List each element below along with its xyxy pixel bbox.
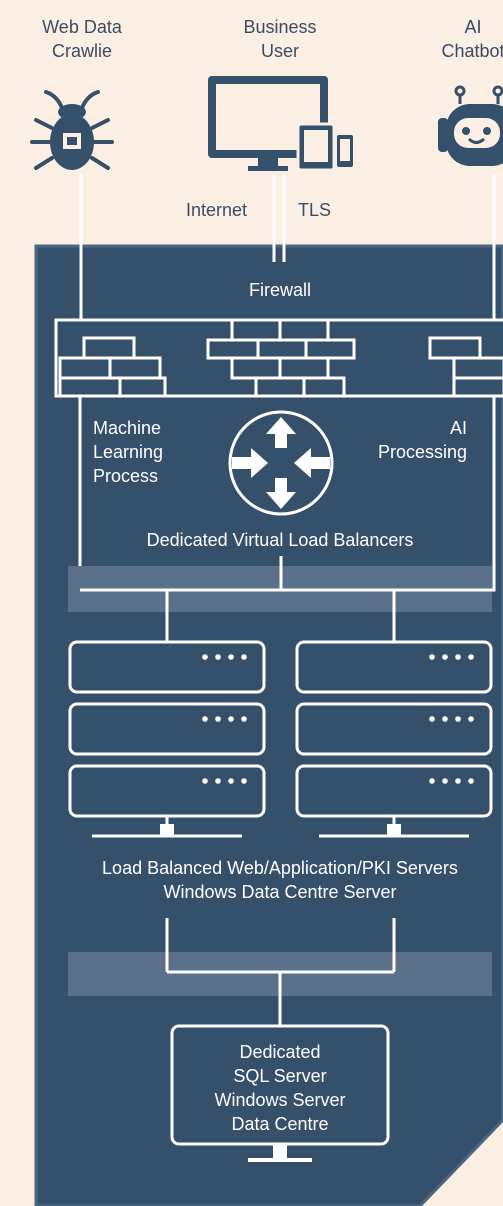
brick-wall-icon — [54, 318, 503, 398]
web-servers-caption: Load Balanced Web/Application/PKI Server… — [102, 858, 458, 902]
ai-processing-label: AI Processing — [377, 418, 467, 462]
client-connections — [79, 174, 496, 320]
chatbot-label: AI Chatbot — [441, 17, 503, 61]
server-rack-icon — [68, 640, 266, 838]
server-status-dots — [202, 654, 474, 784]
router-icon — [228, 410, 334, 516]
database-server-icon — [170, 1024, 390, 1162]
bug-icon — [30, 90, 114, 170]
firewall-label: Firewall — [248, 280, 311, 300]
server-stand — [160, 824, 401, 836]
robot-icon — [438, 85, 503, 166]
load-balancer-title: Dedicated Virtual Load Balancers — [146, 530, 414, 550]
ml-process-label: Machine Learning Process — [93, 418, 164, 486]
business-user-label: Business User — [243, 17, 317, 61]
sql-server-label: Dedicated SQL Server Windows Server Data… — [214, 1042, 346, 1134]
crawler-label: Web Data Crawlie — [42, 17, 122, 61]
internet-label: Internet — [186, 200, 248, 220]
server-to-sql-lines — [165, 918, 396, 1026]
server-rack-icon — [295, 640, 493, 838]
tls-label: TLS — [298, 200, 332, 220]
computer-devices-icon — [208, 76, 355, 172]
balancer-to-server-lines — [80, 556, 494, 642]
